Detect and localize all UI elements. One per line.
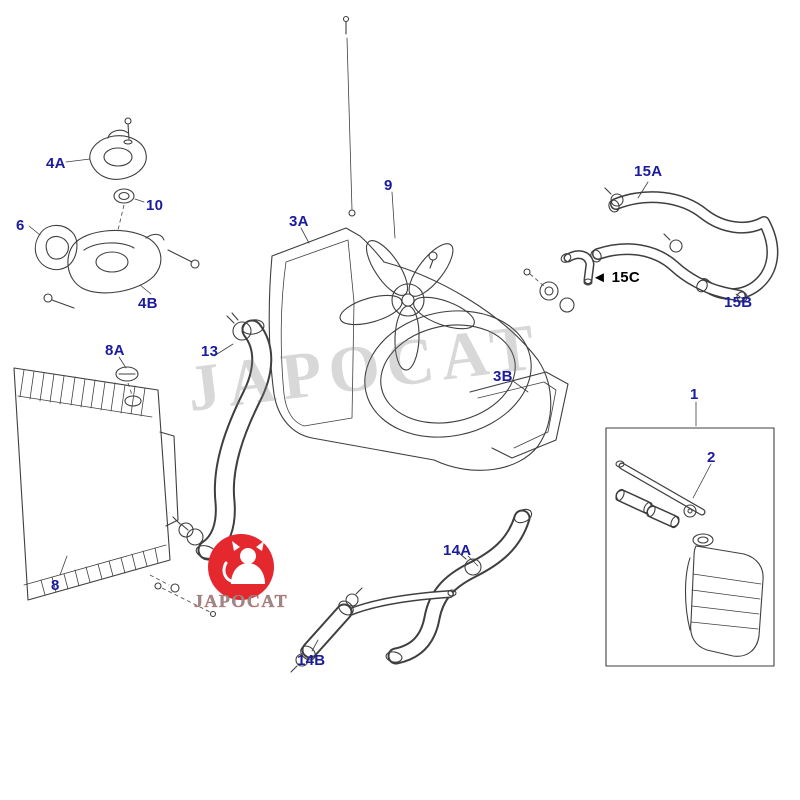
fan-shroud-drawing [268,227,569,471]
part-label-14a: 14A [443,542,472,559]
part-label-15b: 15B [724,294,753,311]
part-label-3b: 3B [493,368,513,385]
arrow-left-icon: ◄ [592,269,608,286]
part-label-6: 6 [16,217,25,234]
part-label-8a: 8A [105,342,125,359]
logo-wordmark: JAPOCAT [194,591,288,611]
part-label-8: 8 [51,577,60,594]
water-outlet-assembly-drawing [34,117,200,309]
top-bolt-drawing [342,15,356,217]
lower-radiator-hose-drawing [154,508,533,673]
part-label-14b: 14B [297,652,326,669]
heater-hose-drawing [523,187,779,313]
part-label-15c: ◄ 15C [592,269,640,286]
part-label-13: 13 [201,343,219,360]
part-label-15c-text: 15C [611,269,641,286]
cooling-fan-drawing [339,240,475,371]
part-label-3a: 3A [289,213,309,230]
part-label-9: 9 [384,177,393,194]
part-label-4b: 4B [138,295,158,312]
part-label-15a: 15A [634,163,663,180]
part-label-4a: 4A [46,155,66,172]
part-label-10: 10 [146,197,164,214]
reservoir-tank-drawing [605,427,775,667]
part-label-1: 1 [690,386,699,403]
radiator-drawing [13,366,194,601]
callout-box [605,427,775,667]
leader-lines [28,158,744,652]
cat-icon [222,541,265,584]
part-label-2: 2 [707,449,716,466]
japocat-logo: JAPOCAT [194,534,288,611]
